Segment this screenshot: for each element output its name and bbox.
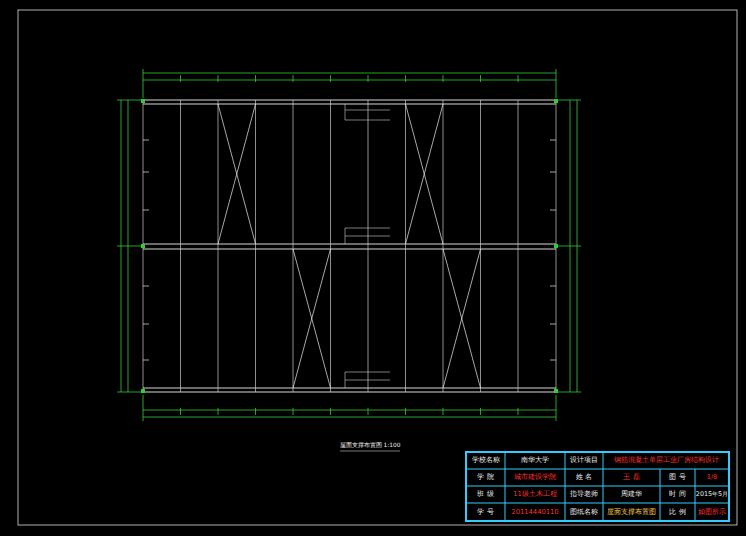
title-block-cell: 钢筋混凝土单层工业厂房结构设计: [603, 452, 729, 469]
title-block-cell: 南华大学: [505, 452, 565, 469]
title-block-cell: 1/8: [695, 469, 729, 486]
title-block-cell: 11级土木工程: [505, 486, 565, 503]
title-block-cell: 城市建设学院: [505, 469, 565, 486]
title-block-cell: 20114440110: [505, 503, 565, 521]
title-block-cell: 王 磊: [603, 469, 660, 486]
title-block-cell: 时 间: [660, 486, 695, 503]
title-block-cell: 周建华: [603, 486, 660, 503]
title-block-cell: 设计项目: [565, 452, 603, 469]
title-block-cell: 比 例: [660, 503, 695, 521]
title-block-cell: 如图所示: [695, 503, 729, 521]
title-block-cell: 学 院: [466, 469, 505, 486]
title-block-cell: 学校名称: [466, 452, 505, 469]
title-block-cell: 2015年5月: [695, 486, 729, 503]
drawing-caption: 屋面支撑布置图 1:100: [320, 441, 420, 450]
title-block-cell: 班 级: [466, 486, 505, 503]
title-block-cell: 姓 名: [565, 469, 603, 486]
title-block-cell: 屋面支撑布置图: [603, 503, 660, 521]
title-block-cell: 图 号: [660, 469, 695, 486]
title-block-cell: 学 号: [466, 503, 505, 521]
title-block-cell: 图纸名称: [565, 503, 603, 521]
title-block-cell: 指导老师: [565, 486, 603, 503]
